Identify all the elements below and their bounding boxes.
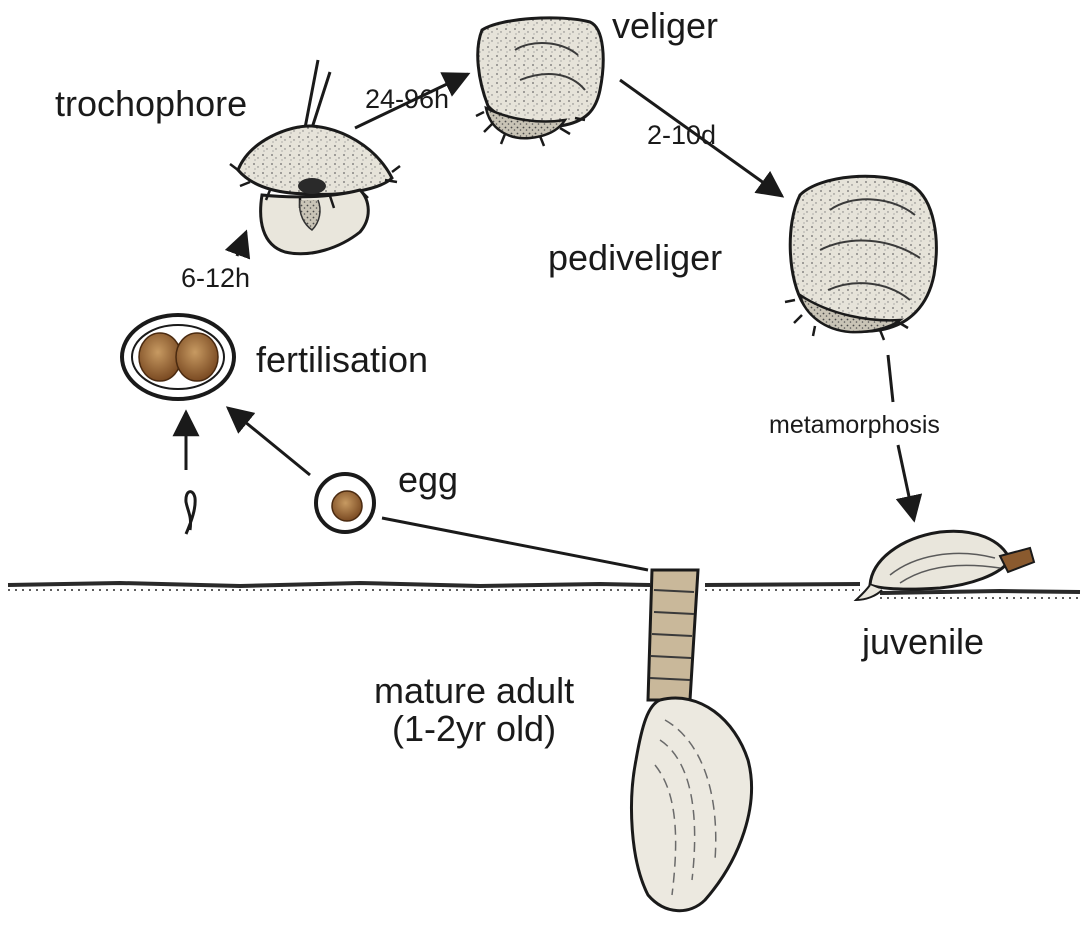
duration-fertilisation-to-trochophore: 6-12h bbox=[181, 265, 250, 292]
label-mature-adult-line1: mature adult bbox=[374, 672, 574, 710]
arrow-adult-to-egg bbox=[382, 518, 648, 570]
veliger-illustration bbox=[476, 18, 603, 146]
arrow-pediveliger-to-metamorphosis bbox=[888, 355, 893, 402]
label-veliger: veliger bbox=[612, 8, 718, 44]
pediveliger-illustration bbox=[785, 176, 936, 340]
label-egg: egg bbox=[398, 462, 458, 498]
duration-trochophore-to-veliger: 24-96h bbox=[365, 86, 449, 113]
sperm-illustration bbox=[186, 492, 195, 534]
fertilised-egg-illustration bbox=[122, 315, 234, 399]
label-pediveliger: pediveliger bbox=[548, 240, 722, 276]
label-juvenile: juvenile bbox=[862, 624, 984, 660]
label-metamorphosis: metamorphosis bbox=[769, 413, 940, 438]
label-mature-adult: mature adult (1-2yr old) bbox=[374, 672, 574, 748]
label-mature-adult-line2: (1-2yr old) bbox=[374, 710, 574, 748]
egg-illustration bbox=[316, 474, 374, 532]
duration-veliger-to-pediveliger: 2-10d bbox=[647, 122, 716, 149]
arrow-fertilisation-to-trochophore bbox=[237, 232, 246, 256]
label-fertilisation: fertilisation bbox=[256, 342, 428, 378]
arrow-metamorphosis-to-juvenile bbox=[898, 445, 914, 520]
mature-adult-illustration bbox=[632, 570, 752, 911]
label-trochophore: trochophore bbox=[55, 86, 247, 122]
arrow-egg-to-fertilisation bbox=[228, 408, 310, 475]
